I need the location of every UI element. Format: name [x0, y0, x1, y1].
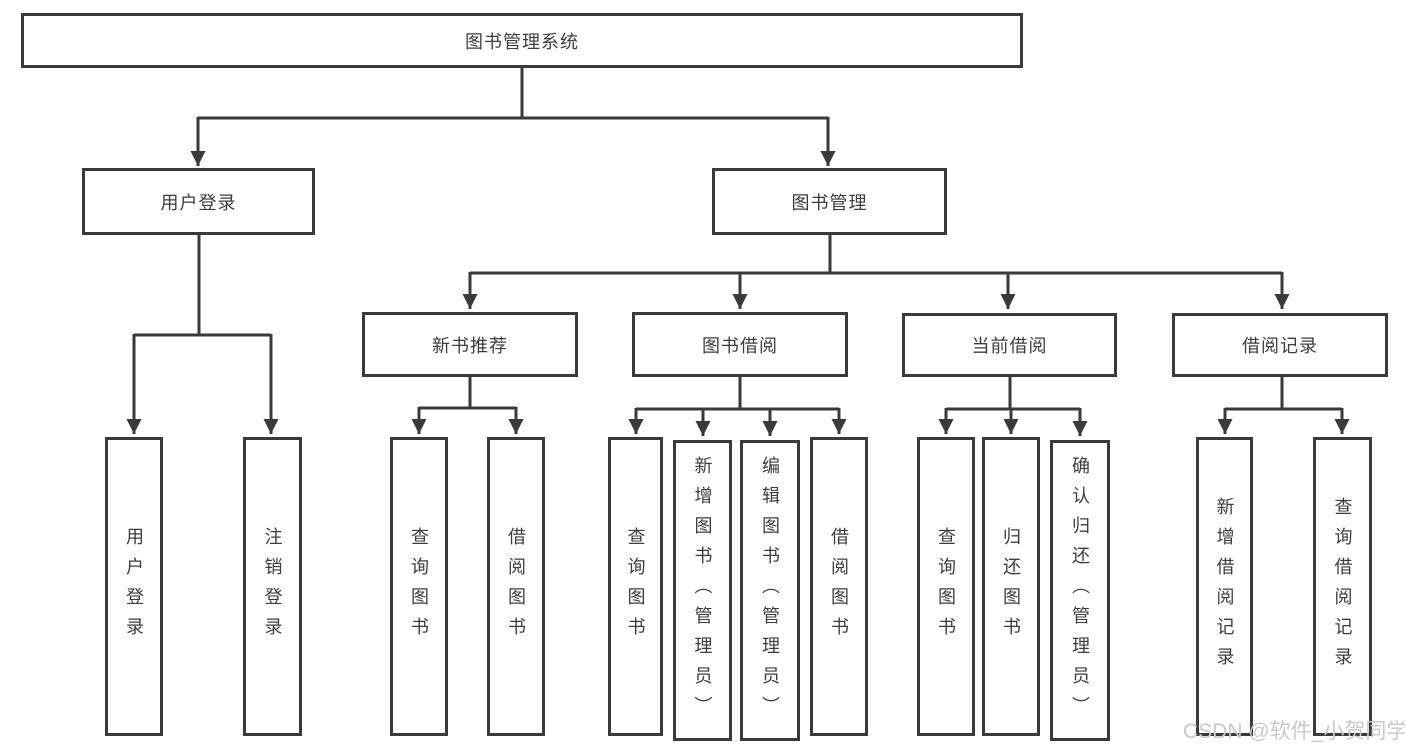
node-current-borrow: 当前借阅 — [902, 313, 1117, 377]
leaf-edit-books-admin: 编辑图书（管理员） — [740, 440, 800, 741]
node-book-management: 图书管理 — [712, 168, 947, 235]
leaf-query-borrow-record: 查询借阅记录 — [1313, 437, 1372, 736]
node-root: 图书管理系统 — [21, 13, 1023, 68]
leaf-user-login: 用户登录 — [105, 437, 163, 736]
leaf-add-borrow-record: 新增借阅记录 — [1196, 437, 1253, 736]
leaf-borrow-books-recommend: 借阅图书 — [487, 437, 545, 736]
leaf-query-books-recommend: 查询图书 — [390, 437, 448, 736]
leaf-query-books-borrow: 查询图书 — [608, 437, 663, 736]
watermark: CSDN @软件_小贺同学 — [1183, 720, 1405, 743]
node-user-login: 用户登录 — [82, 168, 315, 235]
node-borrow-records: 借阅记录 — [1172, 313, 1388, 377]
leaf-confirm-return-admin: 确认归还（管理员） — [1050, 440, 1110, 741]
node-book-borrow: 图书借阅 — [632, 312, 848, 377]
leaf-query-books-current: 查询图书 — [917, 437, 975, 736]
leaf-borrow-books: 借阅图书 — [810, 437, 868, 736]
leaf-logout: 注销登录 — [243, 437, 302, 736]
leaf-return-books: 归还图书 — [982, 437, 1040, 736]
leaf-add-books-admin: 新增图书（管理员） — [673, 440, 732, 741]
node-new-book-recommend: 新书推荐 — [362, 312, 578, 377]
